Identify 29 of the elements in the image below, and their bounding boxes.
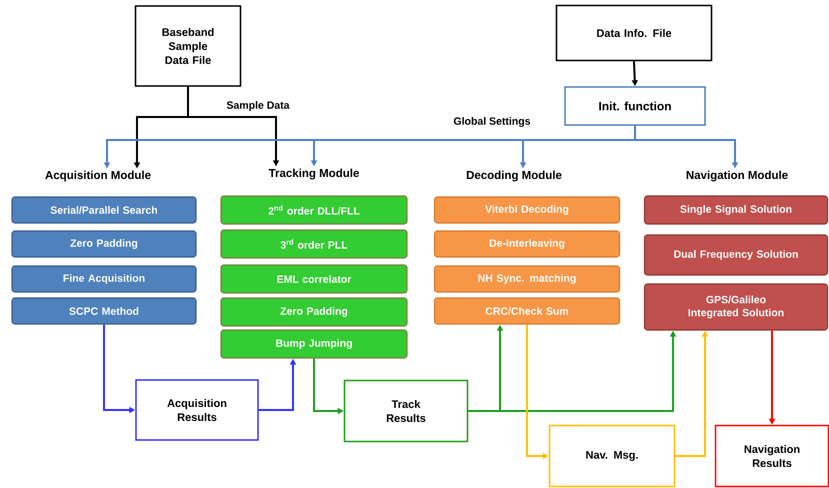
function-block: SCPC Method [11,297,197,325]
function-block: Bump Jumping [220,329,408,359]
function-block: 3$^{rd}$ order PLL [220,229,408,259]
function-block: NH Sync. matching [434,265,620,293]
function-block: 2$^{nd}$ order DLL/FLL [220,195,408,225]
edge-label: Sample Data [226,100,291,112]
module-heading: Tracking Module [268,168,359,180]
function-block: De-Interleaving [434,230,620,258]
file-box: Baseband Sample Data File [134,5,242,87]
edge-label: Global Settings [452,116,532,128]
result-box: Acquisition Results [135,379,259,441]
function-block: Fine Acquisition [11,265,197,293]
function-block: Zero Padding [220,297,408,327]
result-box: Navigation Results [714,424,829,488]
module-heading: Navigation Module [686,170,788,182]
function-block: Serial/Parallel Search [11,196,197,224]
function-block: Viterbi Decoding [434,196,620,224]
file-box: Data Info. File [556,4,712,62]
function-block: Dual Frequency Solution [644,234,828,276]
module-heading: Acquisition Module [45,170,151,182]
function-block: EML correlator [220,264,408,294]
function-block: GPS/Galileo Integrated Solution [644,283,828,331]
result-box: Nav. Msg. [548,424,676,488]
result-box: Track Results [344,380,468,442]
module-heading: Decoding Module [466,170,562,182]
function-box: Init. function [564,86,706,126]
function-block: Single Signal Solution [644,195,828,225]
function-block: CRC/Check Sum [434,297,620,325]
function-block: Zero Padding [11,230,197,258]
